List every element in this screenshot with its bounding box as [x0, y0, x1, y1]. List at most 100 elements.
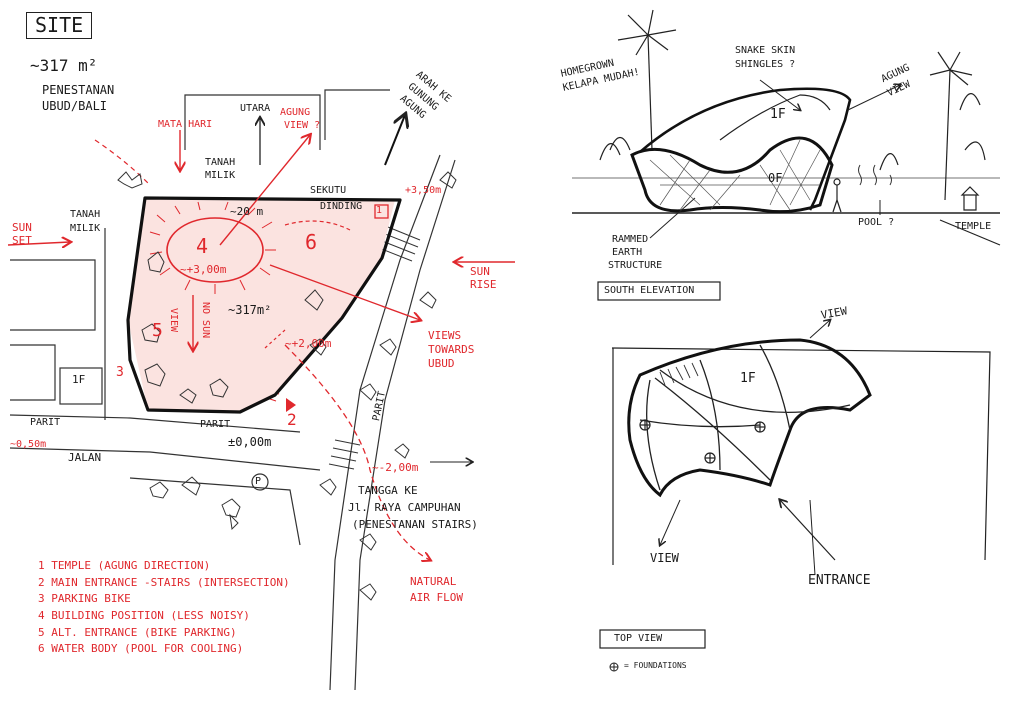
neighbor-plot-top — [184, 94, 321, 150]
tanah-milik-left-1: TANAH — [70, 209, 101, 220]
foundation-markers — [639, 419, 766, 464]
zone-5-number: 5 — [152, 320, 163, 341]
oval-rays — [149, 201, 276, 294]
site-location-line-1: PENESTANAN — [42, 83, 115, 97]
top-view — [599, 320, 991, 672]
top-view-inner-lines — [639, 344, 851, 491]
zone-2-number: 2 — [287, 410, 297, 429]
tanah-milik-top-2: MILIK — [205, 170, 236, 181]
views-ubud-arrow — [269, 264, 420, 320]
snake-skin-label-2: SHINGLES ? — [735, 59, 796, 70]
top-view-title-box — [599, 629, 706, 649]
views-label-2: TOWARDS — [428, 343, 475, 356]
neighbor-plot-left-upper — [10, 259, 96, 331]
neighbor-plot-top-right — [324, 89, 390, 140]
jalan-line-2 — [129, 477, 301, 546]
top-view-title: TOP VIEW — [614, 633, 663, 644]
jalan-label: JALAN — [68, 451, 102, 464]
elevation-temple-label: TEMPLE — [955, 221, 992, 232]
natural-air-label-1: NATURAL — [410, 575, 457, 588]
agung-view-label-1: AGUNG — [280, 107, 311, 118]
top-view-floor-1f: 1F — [740, 371, 756, 386]
agung-view-arrow — [219, 135, 310, 246]
view-top-leader — [809, 320, 830, 339]
natural-air-flow — [284, 344, 430, 560]
temple-marker-number: 1 — [376, 205, 383, 216]
elevation-mesh — [649, 139, 821, 211]
entrance-leader-2 — [809, 499, 816, 576]
onef-label-site: 1F — [72, 373, 86, 386]
natural-air-label-2: AIR FLOW — [410, 591, 463, 604]
legend-item-4: 4 BUILDING POSITION (LESS NOISY) — [38, 608, 250, 622]
sun-set-arrow — [7, 242, 70, 245]
jalan-line-1 — [9, 447, 321, 471]
sun-path-dashed — [94, 139, 151, 186]
agung-view-label-2: VIEW ? — [284, 120, 321, 131]
rammed-label-1: RAMMED — [612, 234, 649, 245]
level-minus200: ~-2,00m — [372, 461, 419, 474]
sun-rise-label-2: RISE — [470, 278, 497, 291]
zone-6-number: 6 — [305, 230, 318, 254]
agung-direction-arrow — [384, 115, 405, 166]
sun-rise-label-1: SUN — [470, 265, 490, 278]
legend-item-5: 5 ALT. ENTRANCE (BIKE PARKING) — [38, 625, 237, 639]
top-view-outer-shell — [627, 338, 872, 498]
tangga-label-1: TANGGA KE — [358, 484, 418, 497]
entrance-dash-arrow — [264, 329, 286, 349]
north-label: UTARA — [240, 103, 271, 114]
rammed-label-3: STRUCTURE — [608, 260, 663, 271]
ground-line-right — [939, 219, 1001, 246]
matahari-label: MATA HARI — [158, 119, 213, 130]
zone-3-number: 3 — [116, 365, 124, 380]
elevation-title-box — [597, 281, 721, 301]
pool-squiggles — [858, 164, 892, 186]
elevation-floor-1f: 1F — [770, 107, 786, 122]
parit-left-label: PARIT — [30, 417, 61, 428]
view-no-sun-2: NO SUN — [200, 302, 211, 339]
elevation-building-roof — [639, 87, 852, 211]
site-legend: 1 TEMPLE (AGUNG DIRECTION) 2 MAIN ENTRAN… — [38, 559, 290, 660]
site-boundary — [126, 196, 402, 414]
entrance-leader — [780, 500, 836, 561]
site-area-fill — [128, 198, 395, 412]
palm-trees — [599, 9, 986, 201]
site-area-label: ~317 m² — [30, 56, 98, 75]
building-position-oval — [166, 217, 264, 283]
elevation-building-shell — [630, 136, 834, 214]
south-elevation — [572, 9, 1001, 301]
sun-set-label-1: SUN — [12, 221, 32, 234]
road-right-line-2 — [354, 159, 456, 691]
tanah-milik-left-2: MILIK — [70, 223, 101, 234]
legend-item-2: 2 MAIN ENTRANCE -STAIRS (INTERSECTION) — [38, 575, 290, 589]
legend-item-1: 1 TEMPLE (AGUNG DIRECTION) — [38, 559, 211, 572]
site-plan — [7, 89, 515, 691]
stairs-road — [328, 439, 361, 470]
temple-small — [960, 186, 980, 211]
rammed-label-2: EARTH — [612, 247, 643, 258]
top-view-view-label-bottom: VIEW — [650, 551, 679, 565]
pool-label: POOL ? — [858, 217, 895, 228]
tanah-milik-top-1: TANAH — [205, 157, 236, 168]
dimension-20m: ~20 m — [230, 205, 264, 218]
top-view-entrance-label: ENTRANCE — [808, 573, 871, 588]
snake-skin-label-1: SNAKE SKIN — [735, 45, 796, 56]
level-plus350: +3,50m — [405, 185, 442, 196]
level-plus200: ~+2,00m — [285, 337, 332, 350]
view-bottom-leader — [660, 499, 681, 545]
level-plus300: ~+3,00m — [180, 263, 227, 276]
site-area-center: ~317m² — [228, 303, 272, 317]
views-label-1: VIEWS — [428, 329, 462, 342]
sun-set-label-2: SET — [12, 234, 32, 247]
onef-building — [59, 367, 103, 405]
dinding-label: DINDING — [320, 201, 363, 212]
top-view-boundary — [611, 347, 991, 561]
level-zero: ±0,00m — [228, 435, 272, 449]
zone-4-number: 4 — [196, 234, 209, 258]
views-label-3: UBUD — [428, 357, 455, 370]
elevation-floor-0f: 0F — [768, 171, 783, 185]
tangga-label-3: (PENESTANAN STAIRS) — [352, 518, 478, 531]
parit-bottom-label: PARIT — [200, 419, 231, 430]
temple-marker-box — [374, 204, 389, 219]
top-view-hatch — [659, 362, 699, 386]
